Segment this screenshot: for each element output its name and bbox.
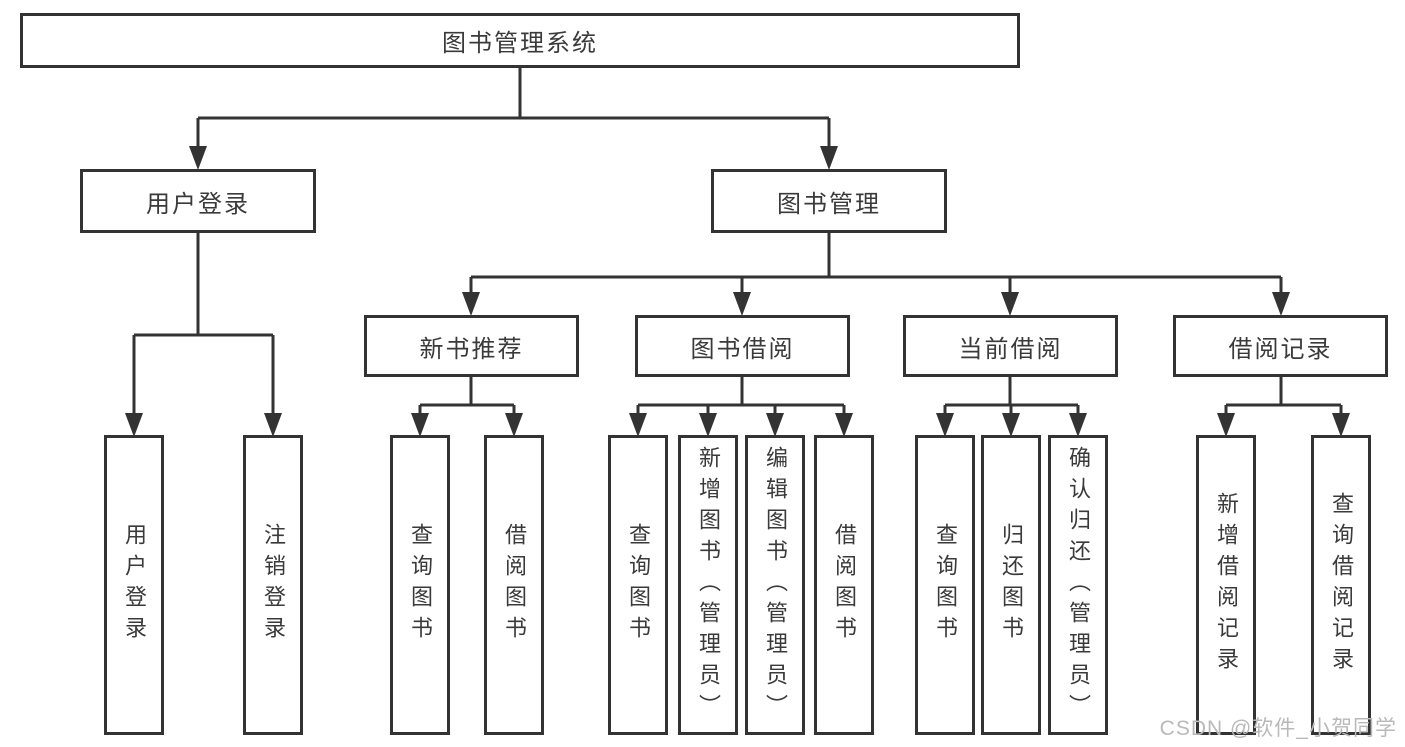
node-label: 新书推荐 bbox=[419, 335, 524, 363]
arrowhead bbox=[1001, 292, 1019, 316]
node-label: 当前借阅 bbox=[958, 335, 1063, 363]
node-label: 归还图书 bbox=[999, 523, 1024, 647]
node-leaf-user-login: 用户登录 bbox=[104, 435, 164, 735]
node-user-login: 用户登录 bbox=[80, 169, 316, 233]
node-label: 图书管理 bbox=[777, 190, 881, 218]
node-label: 借阅图书 bbox=[502, 523, 527, 647]
node-book-management: 图书管理 bbox=[711, 169, 947, 233]
arrowhead bbox=[766, 413, 784, 437]
connector-borrowing-records-to-leaves bbox=[1224, 376, 1343, 433]
node-borrowing-records: 借阅记录 bbox=[1173, 315, 1388, 377]
arrowhead bbox=[820, 146, 838, 170]
arrowhead bbox=[411, 413, 429, 437]
node-label: 借阅图书 bbox=[832, 523, 857, 647]
node-label: 查询图书 bbox=[626, 523, 651, 647]
arrowhead bbox=[1332, 413, 1350, 437]
arrowhead bbox=[1217, 413, 1235, 437]
node-leaf-records-add-record: 新增借阅记录 bbox=[1196, 435, 1256, 735]
node-leaf-borrow-query-books: 查询图书 bbox=[608, 435, 668, 735]
arrowhead bbox=[462, 292, 480, 316]
connector-user-login-to-leaves bbox=[132, 232, 275, 433]
node-leaf-borrow-add-books-admin: 新增图书（管理员） bbox=[678, 435, 738, 735]
node-leaf-borrow-edit-books-admin: 编辑图书（管理员） bbox=[745, 435, 805, 735]
csdn-watermark: CSDN @软件_小贺同学 bbox=[1159, 717, 1397, 740]
node-label: 查询借阅记录 bbox=[1329, 492, 1354, 678]
arrowhead bbox=[835, 413, 853, 437]
arrowhead bbox=[125, 413, 143, 437]
node-label: 新增借阅记录 bbox=[1214, 492, 1239, 678]
node-label: 新增图书（管理员） bbox=[696, 445, 721, 725]
node-new-book-recommendation: 新书推荐 bbox=[364, 315, 579, 377]
connector-book-management-to-level3 bbox=[469, 232, 1283, 312]
arrowhead bbox=[505, 413, 523, 437]
arrowhead bbox=[1069, 413, 1087, 437]
arrowhead bbox=[1002, 413, 1020, 437]
node-current-borrowing: 当前借阅 bbox=[903, 315, 1118, 377]
node-label: 编辑图书（管理员） bbox=[763, 445, 788, 725]
node-label: 查询图书 bbox=[933, 523, 958, 647]
node-leaf-newbook-query-books: 查询图书 bbox=[390, 435, 450, 735]
node-label: 查询图书 bbox=[408, 523, 433, 647]
node-label: 图书借阅 bbox=[690, 335, 795, 363]
node-leaf-logout: 注销登录 bbox=[243, 435, 303, 735]
node-label: 确认归还（管理员） bbox=[1066, 445, 1091, 725]
arrowhead bbox=[936, 413, 954, 437]
connector-root-to-level2 bbox=[196, 67, 831, 166]
arrowhead bbox=[733, 292, 751, 316]
node-book-borrowing: 图书借阅 bbox=[635, 315, 850, 377]
node-label: 用户登录 bbox=[122, 523, 147, 647]
node-label: 用户登录 bbox=[146, 190, 250, 218]
arrowhead bbox=[1272, 292, 1290, 316]
arrowhead bbox=[629, 413, 647, 437]
node-library-management-system: 图书管理系统 bbox=[20, 13, 1020, 68]
node-leaf-current-query-books: 查询图书 bbox=[915, 435, 975, 735]
node-leaf-records-query-record: 查询借阅记录 bbox=[1311, 435, 1371, 735]
arrowhead bbox=[189, 146, 207, 170]
connector-new-book-to-leaves bbox=[418, 376, 516, 433]
node-label: 图书管理系统 bbox=[442, 30, 598, 57]
node-leaf-current-return-books: 归还图书 bbox=[981, 435, 1041, 735]
node-label: 借阅记录 bbox=[1228, 335, 1333, 363]
connector-book-borrowing-to-leaves bbox=[636, 376, 846, 433]
arrowheads bbox=[125, 146, 1350, 437]
arrowhead bbox=[264, 413, 282, 437]
node-label: 注销登录 bbox=[261, 523, 286, 647]
node-leaf-borrow-borrow-books: 借阅图书 bbox=[814, 435, 874, 735]
node-leaf-current-confirm-return-admin: 确认归还（管理员） bbox=[1048, 435, 1108, 735]
arrowhead bbox=[699, 413, 717, 437]
node-leaf-newbook-borrow-books: 借阅图书 bbox=[484, 435, 544, 735]
